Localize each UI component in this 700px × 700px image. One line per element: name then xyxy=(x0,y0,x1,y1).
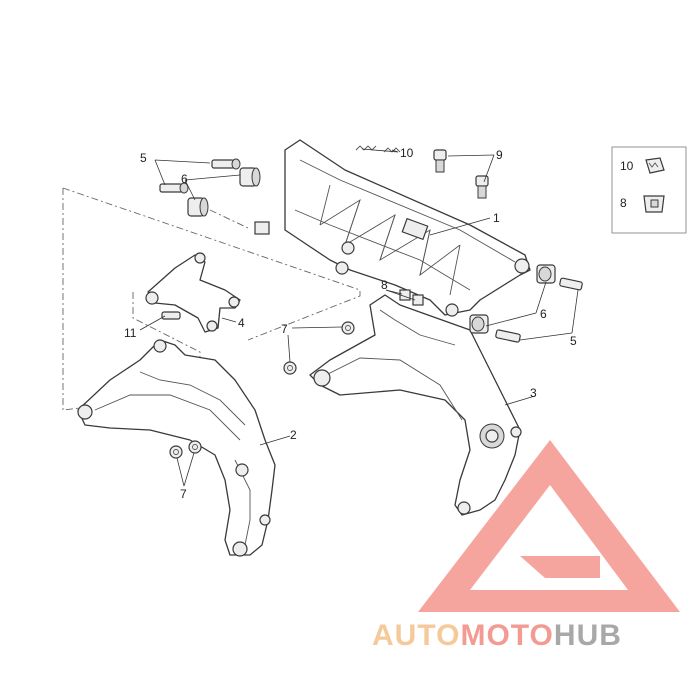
spacer-6-upper-b[interactable] xyxy=(187,197,209,217)
bolt-5-right-a[interactable] xyxy=(559,277,583,291)
callout-3: 3 xyxy=(530,386,537,400)
callout-6-upper: 6 xyxy=(181,172,188,186)
callout-7-lower: 7 xyxy=(180,487,187,501)
logo-text-auto: AUTO xyxy=(372,619,460,652)
stud-9-a[interactable] xyxy=(433,149,447,173)
nut-7-lower-left[interactable] xyxy=(283,361,297,375)
nut-7-bottom-b[interactable] xyxy=(188,440,202,454)
triangle-logo xyxy=(418,440,680,612)
reference-lines xyxy=(62,187,361,411)
legend-label-10: 10 xyxy=(620,159,634,173)
callout-5-upper: 5 xyxy=(140,151,147,165)
callout-10: 10 xyxy=(400,146,414,160)
legend-label-8: 8 xyxy=(620,196,627,210)
rear-bracket-part-3[interactable] xyxy=(309,294,522,516)
spacer-6-upper-a[interactable] xyxy=(239,167,261,187)
callout-9: 9 xyxy=(496,148,503,162)
main-frame-part-1[interactable] xyxy=(254,139,531,317)
callout-2: 2 xyxy=(290,428,297,442)
detail-legend-box: 10 8 xyxy=(611,146,687,234)
nut-7-upper[interactable] xyxy=(341,321,355,335)
callout-5-right: 5 xyxy=(570,334,577,348)
legend-clip-icon xyxy=(643,195,665,213)
bolt-5-upper-b[interactable] xyxy=(159,182,189,194)
callout-6-right: 6 xyxy=(540,307,547,321)
spacer-6-right-b[interactable] xyxy=(469,314,489,334)
logo-text-moto: MOTO xyxy=(460,619,553,652)
callout-7-upper: 7 xyxy=(281,322,288,336)
left-bracket-part-2[interactable] xyxy=(77,339,276,557)
leader-lines xyxy=(139,148,579,487)
spacer-6-right-a[interactable] xyxy=(536,264,556,284)
callout-8: 8 xyxy=(381,278,388,292)
bolt-11[interactable] xyxy=(161,311,181,320)
stud-9-b[interactable] xyxy=(475,175,489,199)
logo-text-hub: HUB xyxy=(554,619,622,652)
callout-11: 11 xyxy=(124,326,137,340)
bolt-5-right-b[interactable] xyxy=(495,329,521,343)
callouts: 5 6 10 9 1 8 6 5 7 4 11 3 2 7 xyxy=(124,146,577,501)
spring-clip-10-a[interactable] xyxy=(355,145,377,151)
hardware xyxy=(159,145,583,459)
svg-text:AUTOMOTOHUB: AUTOMOTOHUB xyxy=(372,619,622,652)
nut-7-bottom-a[interactable] xyxy=(169,445,183,459)
callout-1: 1 xyxy=(493,211,500,225)
small-bracket-part-4[interactable] xyxy=(145,252,241,333)
legend-spring-clip-icon xyxy=(645,157,665,174)
clip-8[interactable] xyxy=(399,289,424,306)
callout-4: 4 xyxy=(238,316,245,330)
automotohub-watermark: AUTOMOTOHUB xyxy=(372,440,680,652)
spring-clip-10-b[interactable] xyxy=(383,147,401,153)
bolt-5-upper-a[interactable] xyxy=(211,158,241,170)
